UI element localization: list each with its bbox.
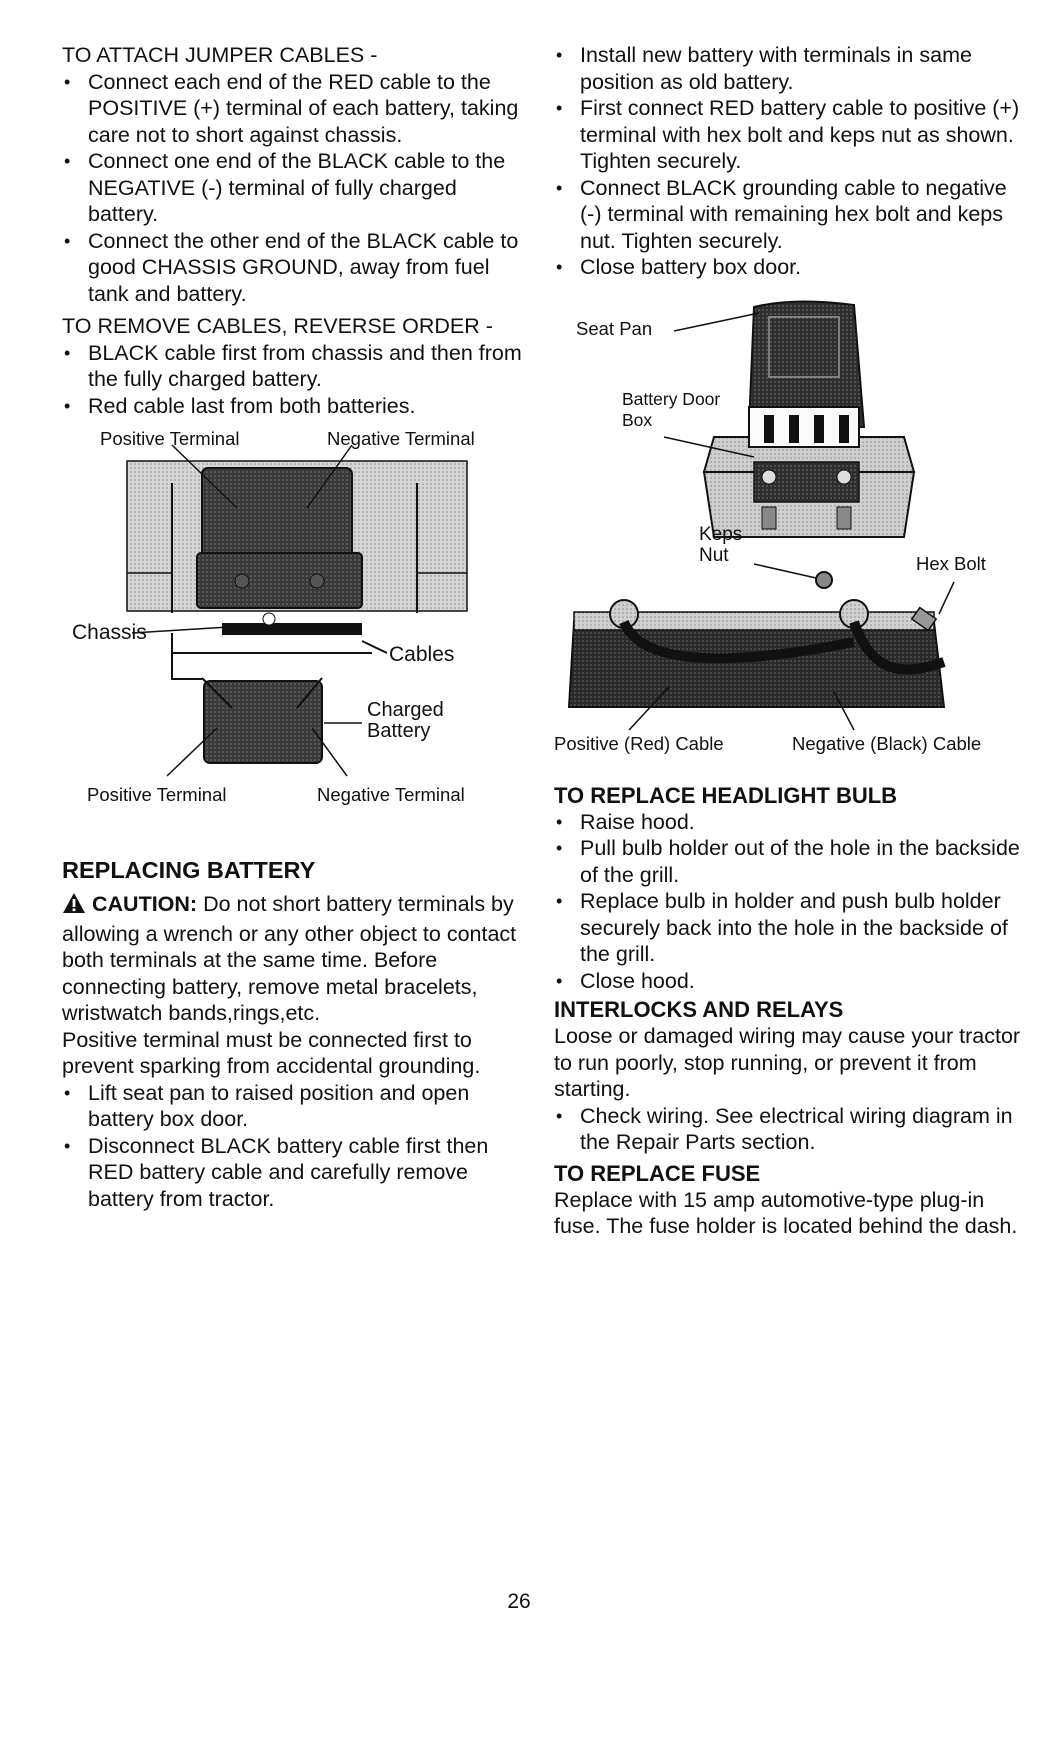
battery-cable-diagram	[567, 562, 955, 731]
list-item: Check wiring. See electrical wiring diag…	[554, 1103, 1024, 1156]
right-column: Install new battery with terminals in sa…	[554, 42, 1024, 1240]
left-column: TO ATTACH JUMPER CABLES - Connect each e…	[62, 42, 524, 1212]
caution-paragraph: CAUTION: Do not short battery terminals …	[62, 891, 524, 1027]
warning-icon	[62, 892, 86, 921]
page-number: 26	[507, 1590, 531, 1613]
caution-label: CAUTION:	[91, 892, 198, 916]
replacing-battery-heading: REPLACING BATTERY	[62, 857, 316, 883]
fig3-positive-cable-label: Positive (Red) Cable	[554, 732, 724, 754]
fig1-charged-battery-label: Charged Battery	[367, 699, 444, 742]
caution-text: Do not short battery terminals by allowi…	[62, 892, 517, 1025]
list-item: Connect BLACK grounding cable to negativ…	[554, 175, 1024, 255]
list-item: Connect one end of the BLACK cable to th…	[62, 148, 524, 228]
fig1-cables-label: Cables	[389, 643, 455, 666]
interlocks-heading: INTERLOCKS AND RELAYS	[554, 997, 844, 1022]
fuse-text: Replace with 15 amp automotive-type plug…	[554, 1187, 1018, 1239]
battery-box-diagram	[663, 299, 916, 538]
list-item: Replace bulb in holder and push bulb hol…	[554, 888, 1024, 968]
fig1-bottom-positive-label: Positive Terminal	[87, 784, 227, 805]
fig2-seat-pan-label: Seat Pan	[576, 317, 653, 339]
list-item: Close hood.	[554, 968, 1024, 995]
positive-terminal-note: Positive terminal must be connected firs…	[62, 1027, 481, 1079]
list-item: Pull bulb holder out of the hole in the …	[554, 835, 1024, 888]
interlocks-text: Loose or damaged wiring may cause your t…	[554, 1024, 1021, 1101]
attach-heading: TO ATTACH JUMPER CABLES -	[62, 43, 378, 67]
list-item: Lift seat pan to raised position and ope…	[62, 1080, 524, 1133]
fig2-battery-door-box-label: Battery Door Box	[622, 388, 721, 430]
list-item: First connect RED battery cable to posit…	[554, 95, 1024, 175]
list-item: Connect the other end of the BLACK cable…	[62, 228, 524, 308]
fuse-heading: TO REPLACE FUSE	[554, 1160, 761, 1186]
list-item: Close battery box door.	[554, 254, 1024, 281]
replace-battery-list: Lift seat pan to raised position and ope…	[62, 1080, 524, 1213]
headlight-heading: TO REPLACE HEADLIGHT BULB	[554, 782, 898, 808]
list-item: BLACK cable first from chassis and then …	[62, 340, 524, 393]
fig3-keps-nut-label: Keps Nut	[699, 523, 743, 566]
list-item: Disconnect BLACK battery cable first the…	[62, 1133, 524, 1213]
fig3-negative-cable-label: Negative (Black) Cable	[792, 732, 982, 754]
jumper-cable-diagram	[126, 444, 468, 777]
attach-list: Connect each end of the RED cable to the…	[62, 69, 524, 308]
list-item: Raise hood.	[554, 809, 1024, 836]
battery-cable-figure: Keps Nut Hex Bolt Positive (Red) Cable N…	[554, 524, 1024, 754]
battery-box-figure: Seat Pan Battery Door Box	[554, 297, 1024, 552]
fig1-bottom-negative-label: Negative Terminal	[317, 784, 465, 805]
fig1-top-negative-label: Negative Terminal	[327, 428, 475, 449]
headlight-list: Raise hood. Pull bulb holder out of the …	[554, 809, 1024, 995]
list-item: Red cable last from both batteries.	[62, 393, 524, 420]
fig1-chassis-label: Chassis	[72, 621, 147, 644]
jumper-cable-figure: Positive Terminal Negative Terminal	[62, 423, 532, 863]
fig1-top-positive-label: Positive Terminal	[100, 428, 240, 449]
remove-heading: TO REMOVE CABLES, REVERSE ORDER -	[62, 314, 493, 338]
list-item: Install new battery with terminals in sa…	[554, 42, 1024, 95]
list-item: Connect each end of the RED cable to the…	[62, 69, 524, 149]
remove-list: BLACK cable first from chassis and then …	[62, 340, 524, 420]
fig3-hex-bolt-label: Hex Bolt	[916, 552, 986, 574]
install-battery-list: Install new battery with terminals in sa…	[554, 42, 1024, 281]
interlocks-list: Check wiring. See electrical wiring diag…	[554, 1103, 1024, 1156]
